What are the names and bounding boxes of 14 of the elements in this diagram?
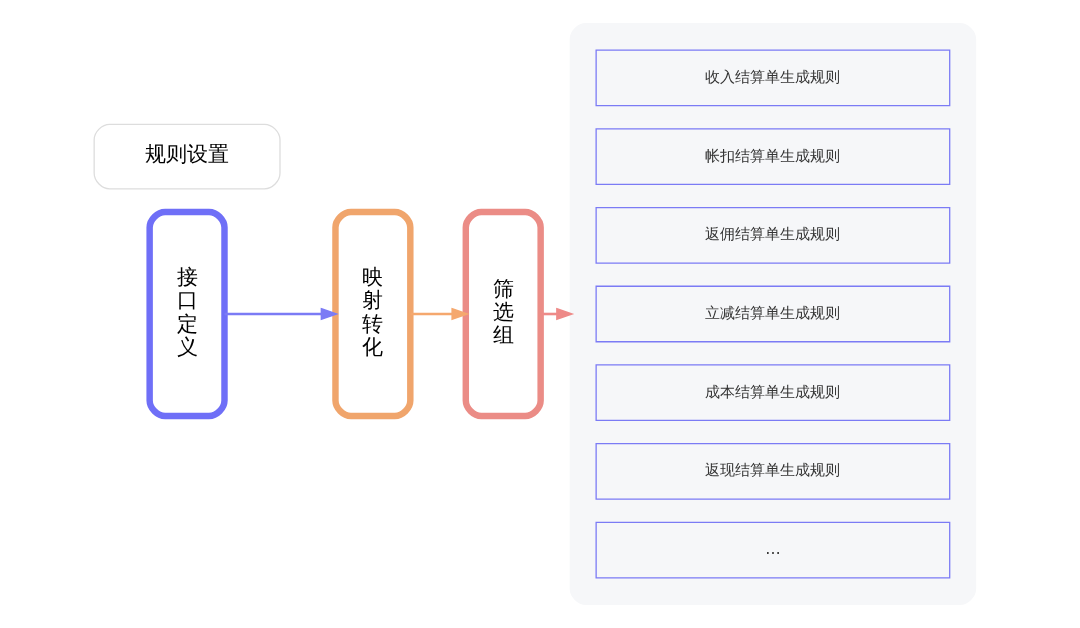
node-box: 筛选组 xyxy=(462,208,544,420)
node-box: 映射转化 xyxy=(332,208,414,420)
arrow xyxy=(224,307,339,321)
node-box: 返佣结算单生成规则 xyxy=(595,206,951,264)
node-box: 立减结算单生成规则 xyxy=(595,285,951,343)
arrow xyxy=(410,307,470,321)
node-box: 规则设置 xyxy=(93,123,281,190)
node-box: 返现结算单生成规则 xyxy=(595,443,951,500)
cluster xyxy=(569,23,977,605)
node-box: 成本结算单生成规则 xyxy=(595,364,951,422)
node-box: … xyxy=(595,521,951,579)
node-box: 帐扣结算单生成规则 xyxy=(595,128,951,185)
node-box: 接口定义 xyxy=(146,208,228,420)
node-box: 收入结算单生成规则 xyxy=(595,49,951,107)
